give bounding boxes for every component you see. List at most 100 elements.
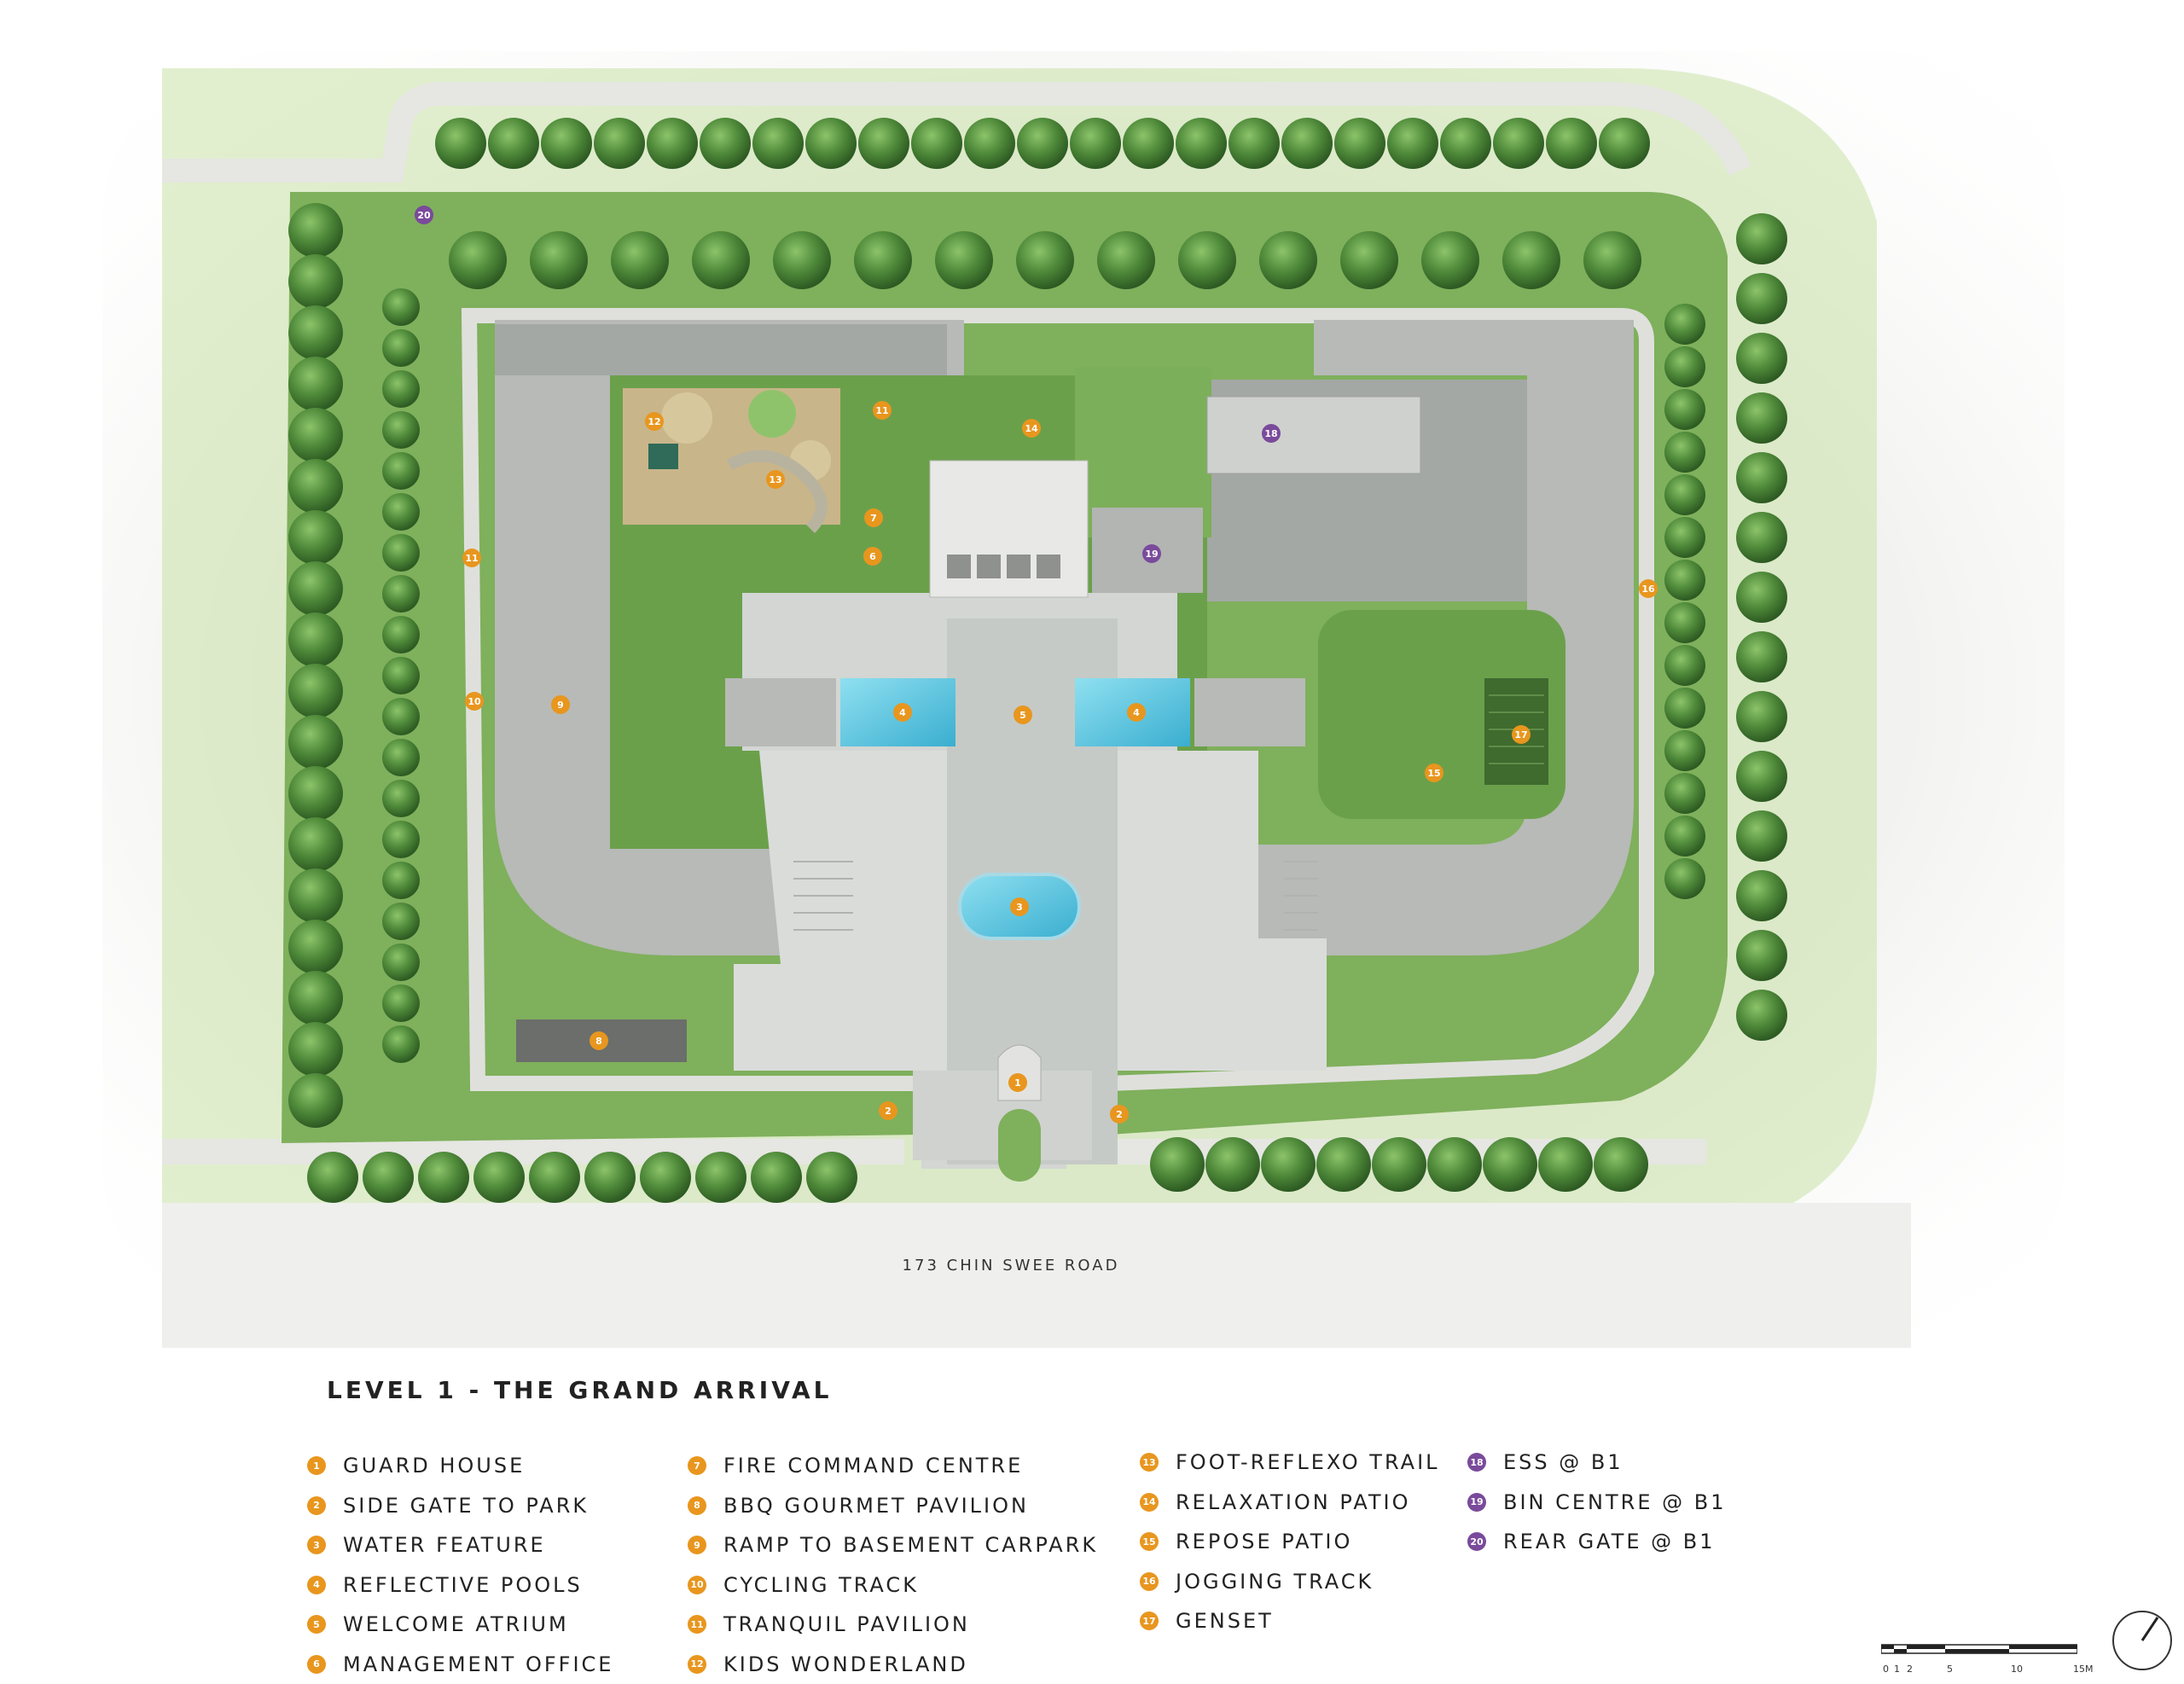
tree bbox=[1334, 118, 1385, 169]
legend-label: RAMP TO BASEMENT CARPARK bbox=[723, 1533, 1098, 1557]
tree bbox=[529, 1152, 580, 1203]
tree bbox=[1502, 231, 1560, 289]
plan-marker-number: 5 bbox=[1019, 710, 1026, 721]
tree bbox=[288, 766, 343, 821]
tree bbox=[1440, 118, 1491, 169]
legend-number-badge: 18 bbox=[1467, 1453, 1486, 1472]
tree bbox=[1664, 560, 1705, 601]
ess-roof bbox=[1207, 397, 1420, 473]
legend-label: REAR GATE @ B1 bbox=[1503, 1530, 1716, 1553]
tree bbox=[752, 118, 804, 169]
legend-label: CYCLING TRACK bbox=[723, 1573, 919, 1597]
tree bbox=[1664, 688, 1705, 729]
tree bbox=[647, 118, 698, 169]
legend-label: ESS @ B1 bbox=[1503, 1450, 1623, 1474]
plan-marker-number: 7 bbox=[870, 513, 877, 524]
plan-marker-number: 4 bbox=[1133, 707, 1140, 718]
plan-marker-number: 2 bbox=[885, 1106, 892, 1117]
legend-label: FOOT-REFLEXO TRAIL bbox=[1176, 1450, 1440, 1474]
tree bbox=[1340, 231, 1398, 289]
tree bbox=[1178, 231, 1236, 289]
legend-number-badge: 11 bbox=[688, 1615, 706, 1634]
pool-deck-east bbox=[1194, 678, 1305, 746]
tree bbox=[382, 821, 420, 858]
legend-label: TRANQUIL PAVILION bbox=[723, 1612, 970, 1636]
tree bbox=[1228, 118, 1280, 169]
tree bbox=[1736, 512, 1787, 563]
plan-marker-number: 6 bbox=[869, 551, 876, 562]
tree bbox=[288, 715, 343, 769]
legend-number-badge: 7 bbox=[688, 1456, 706, 1475]
tree bbox=[382, 780, 420, 817]
tree bbox=[382, 698, 420, 735]
scale-tick-label: 10 bbox=[2011, 1664, 2023, 1675]
legend-label: KIDS WONDERLAND bbox=[723, 1652, 968, 1676]
legend-label: REFLECTIVE POOLS bbox=[343, 1573, 583, 1597]
legend-label: SIDE GATE TO PARK bbox=[343, 1494, 589, 1518]
legend-number-badge: 19 bbox=[1467, 1493, 1486, 1512]
tree bbox=[288, 203, 343, 258]
tree bbox=[530, 231, 588, 289]
tree bbox=[382, 1025, 420, 1063]
tree bbox=[1664, 304, 1705, 345]
tree bbox=[854, 231, 912, 289]
tree bbox=[1736, 631, 1787, 682]
legend-item: 13 FOOT-REFLEXO TRAIL bbox=[1140, 1443, 1440, 1483]
tree bbox=[1493, 118, 1544, 169]
tree bbox=[382, 288, 420, 326]
tree bbox=[288, 1022, 343, 1077]
legend-number-badge: 5 bbox=[307, 1615, 326, 1634]
tree bbox=[541, 118, 592, 169]
tree bbox=[1483, 1137, 1537, 1192]
tree bbox=[1664, 645, 1705, 686]
legend-number-badge: 13 bbox=[1140, 1453, 1159, 1472]
plan-marker-number: 16 bbox=[1641, 584, 1655, 595]
plan-marker-number: 19 bbox=[1145, 549, 1158, 560]
tree bbox=[435, 118, 486, 169]
tree bbox=[1538, 1137, 1593, 1192]
legend-number-badge: 14 bbox=[1140, 1493, 1159, 1512]
tree bbox=[700, 118, 751, 169]
legend-item: 18 ESS @ B1 bbox=[1467, 1443, 1727, 1483]
tree bbox=[488, 118, 539, 169]
tree bbox=[288, 510, 343, 565]
tree bbox=[288, 408, 343, 462]
scale-tick-label: 1 bbox=[1894, 1664, 1900, 1675]
tree bbox=[584, 1152, 636, 1203]
tree bbox=[418, 1152, 469, 1203]
tree bbox=[1736, 213, 1787, 264]
tree bbox=[1736, 392, 1787, 444]
entrance-island bbox=[998, 1109, 1041, 1182]
legend-label: JOGGING TRACK bbox=[1176, 1570, 1374, 1594]
tree bbox=[1583, 231, 1641, 289]
tree bbox=[288, 459, 343, 514]
tree bbox=[1016, 231, 1074, 289]
legend-number-badge: 12 bbox=[688, 1655, 706, 1674]
tree bbox=[1664, 389, 1705, 430]
plan-marker-number: 8 bbox=[595, 1036, 602, 1047]
tree bbox=[1664, 858, 1705, 899]
legend-item: 2 SIDE GATE TO PARK bbox=[307, 1486, 613, 1526]
tree bbox=[1176, 118, 1227, 169]
legend-number-badge: 2 bbox=[307, 1496, 326, 1515]
tree bbox=[1261, 1137, 1316, 1192]
legend-label: GENSET bbox=[1176, 1609, 1274, 1633]
tree bbox=[288, 357, 343, 411]
tree bbox=[773, 231, 831, 289]
tree bbox=[1736, 810, 1787, 862]
plan-marker-number: 2 bbox=[1116, 1109, 1123, 1120]
legend-item: 12 KIDS WONDERLAND bbox=[688, 1645, 1098, 1684]
tree bbox=[1664, 730, 1705, 771]
scale-bar bbox=[1881, 1641, 2077, 1662]
